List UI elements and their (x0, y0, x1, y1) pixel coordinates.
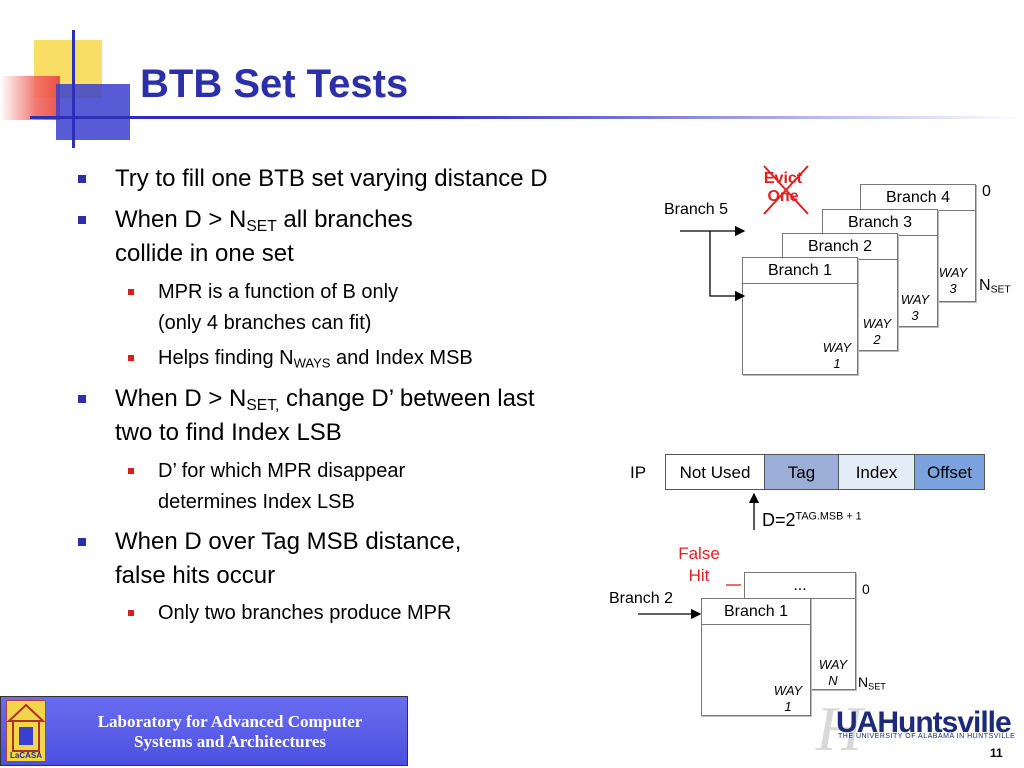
ip-field-not-used: Not Used (665, 454, 765, 490)
ip-field-offset: Offset (914, 454, 985, 490)
way-n-header: ... (745, 573, 855, 599)
bullet-3-line2: two to find Index LSB (115, 419, 342, 446)
bullet-2-line2: collide in one set (115, 240, 294, 267)
lacasa-logo: LaCASA (6, 700, 46, 762)
sub-bullet-marker (128, 610, 134, 616)
bottom-set-zero-label: 0 (862, 581, 870, 597)
incoming-branch-2-label: Branch 2 (609, 590, 674, 607)
ip-label: IP (630, 463, 647, 482)
branch-5-arrow-bottom (709, 231, 746, 302)
bullet-2-1-line1: MPR is a function of B only (158, 281, 399, 303)
incoming-branch-5-label: Branch 5 (664, 201, 729, 218)
uah-logo-subtitle: THE UNIVERSITY OF ALABAMA IN HUNTSVILLE (838, 733, 1016, 740)
title-decoration-vertical-line (72, 30, 75, 148)
bullet-marker (78, 538, 86, 546)
sub-bullet-marker (128, 289, 134, 295)
lacasa-house-icon (6, 703, 46, 752)
bullet-3-1-line1: D’ for which MPR disappear (158, 460, 406, 482)
ip-field-tag: Tag (764, 454, 839, 490)
bullet-3-line1: When D > NSET, change D’ between last (115, 385, 535, 414)
bottom-nset-label: NSET (858, 674, 886, 692)
bullet-3-1-line2: determines Index LSB (158, 491, 355, 513)
bullet-2-1-line2: (only 4 branches can fit) (158, 312, 372, 334)
top-set-zero-label: 0 (982, 183, 991, 200)
bottom-way-1-header: Branch 1 (702, 599, 810, 625)
bullet-2-2-text: Helps finding NWAYS and Index MSB (158, 347, 473, 371)
bullet-2-line1: When D > NSET all branches (115, 206, 413, 235)
ip-field-index: Index (838, 454, 915, 490)
top-nset-label: NSET (979, 277, 1011, 296)
d-equation-label: D=2TAG.MSB + 1 (762, 510, 862, 530)
lacasa-logo-text: LaCASA (9, 751, 42, 760)
title-decoration-blue (56, 84, 130, 140)
sub-bullet-marker (128, 468, 134, 474)
way-1-header: Branch 1 (743, 258, 857, 284)
bullet-marker (78, 216, 86, 224)
bullet-marker (78, 175, 86, 183)
title-underline (30, 116, 1024, 119)
bullet-4-line1: When D over Tag MSB distance, (115, 528, 462, 555)
svg-text:H: H (815, 693, 866, 760)
title-decoration-red (0, 76, 60, 120)
page-number: 11 (990, 746, 1003, 760)
lab-footer-banner (0, 696, 408, 766)
bullet-1-text: Try to fill one BTB set varying distance… (115, 165, 548, 192)
evict-cross-line-2 (763, 165, 809, 215)
sub-bullet-marker (128, 355, 134, 361)
uah-logo-text: UAHuntsville (836, 706, 1012, 739)
uah-watermark-logo: H (810, 690, 870, 764)
bullet-4-line2: false hits occur (115, 562, 276, 589)
bullet-4-1-text: Only two branches produce MPR (158, 602, 452, 624)
bullet-marker (78, 395, 86, 403)
slide-title: BTB Set Tests (140, 62, 409, 106)
